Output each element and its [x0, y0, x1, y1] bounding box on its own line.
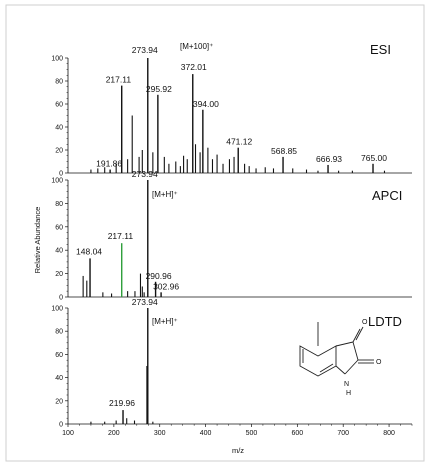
ring-double-bond-b	[319, 363, 334, 373]
y-tick-label: 40	[55, 375, 63, 382]
ion-label-ldtd: [M+H]⁺	[152, 317, 178, 326]
x-axis-title: m/z	[232, 446, 244, 455]
y-tick-label: 0	[59, 171, 63, 178]
figure-border	[5, 4, 425, 462]
x-tick-label: 200	[108, 430, 120, 437]
ion-label-apci: [M+H]⁺	[152, 190, 178, 199]
peak-label: 219.96	[109, 398, 135, 408]
peak-label: 372.01	[181, 62, 207, 72]
x-tick-label: 300	[154, 430, 166, 437]
panel-ldtd: LDTD [M+H]⁺ 0 20 40 60 80 100 219.96 273.94 100 2…	[51, 297, 413, 437]
peak-label: 217.11	[106, 75, 132, 85]
y-tick-label: 100	[51, 306, 63, 313]
c3-bond	[335, 341, 354, 347]
o-atom-label-2: O	[376, 359, 382, 366]
peak-label: 148.04	[76, 246, 102, 256]
n-atom-label: N	[344, 381, 349, 388]
peak-label: 302.96	[153, 281, 179, 291]
ion-label-esi: [M+100]⁺	[180, 42, 213, 51]
peak-label: 394.00	[193, 99, 219, 109]
o-atom-label-1: O	[362, 319, 368, 326]
method-label-esi: ESI	[370, 42, 391, 57]
isatin-structure-drawing	[299, 322, 374, 377]
x-tick-label: 100	[62, 430, 74, 437]
y-tick-label: 100	[51, 56, 63, 63]
y-tick-label: 20	[55, 148, 63, 155]
method-label-apci: APCI	[372, 188, 402, 203]
x-tick-label: 500	[246, 430, 258, 437]
c3-oxygen-bond	[352, 328, 361, 343]
panel-esi: ESI [M+100]⁺ 0 20 40 60 80 100 191.86 217.11 273…	[51, 42, 412, 178]
peak-label: 295.92	[146, 84, 172, 94]
method-label-ldtd: LDTD	[368, 314, 402, 329]
y-tick-label: 40	[55, 125, 63, 132]
x-tick-label: 800	[383, 430, 395, 437]
peak-label: 273.94	[132, 169, 158, 179]
peak-label: 273.94	[132, 297, 158, 307]
y-tick-label: 100	[51, 178, 63, 185]
y-tick-label: 80	[55, 201, 63, 208]
x-tick-label: 600	[291, 430, 303, 437]
peak-label: 471.12	[226, 137, 252, 147]
c2-c3-bond	[352, 341, 359, 361]
y-tick-label: 0	[59, 422, 63, 429]
peak-label: 666.93	[316, 154, 342, 164]
y-tick-label: 80	[55, 79, 63, 86]
c3-oxygen-bond-2	[355, 326, 364, 341]
x-tick-label: 700	[337, 430, 349, 437]
y-tick-label: 60	[55, 102, 63, 109]
y-tick-label: 20	[55, 398, 63, 405]
y-tick-label: 80	[55, 329, 63, 336]
y-tick-label: 60	[55, 224, 63, 231]
peak-label: 217.11	[108, 231, 134, 241]
peak-label: 273.94	[132, 45, 158, 55]
peak-label: 568.85	[271, 146, 297, 156]
panel-apci: APCI [M+H]⁺ 0 20 40 60 80 100 148.04 217.11 273.…	[51, 169, 412, 302]
peak-label: 191.86	[96, 159, 122, 169]
y-tick-label: 40	[55, 248, 63, 255]
c2-n-bond	[344, 359, 359, 375]
y-tick-label: 60	[55, 352, 63, 359]
h-atom-label: H	[346, 390, 351, 397]
y-tick-label: 20	[55, 271, 63, 278]
y-axis-title: Relative Abundance	[33, 207, 42, 274]
n-c7a-bond	[335, 365, 346, 375]
y-tick-label: 0	[59, 295, 63, 302]
peak-label: 290.96	[146, 271, 172, 281]
peak-label: 765.00	[361, 153, 387, 163]
x-tick-label: 400	[200, 430, 212, 437]
